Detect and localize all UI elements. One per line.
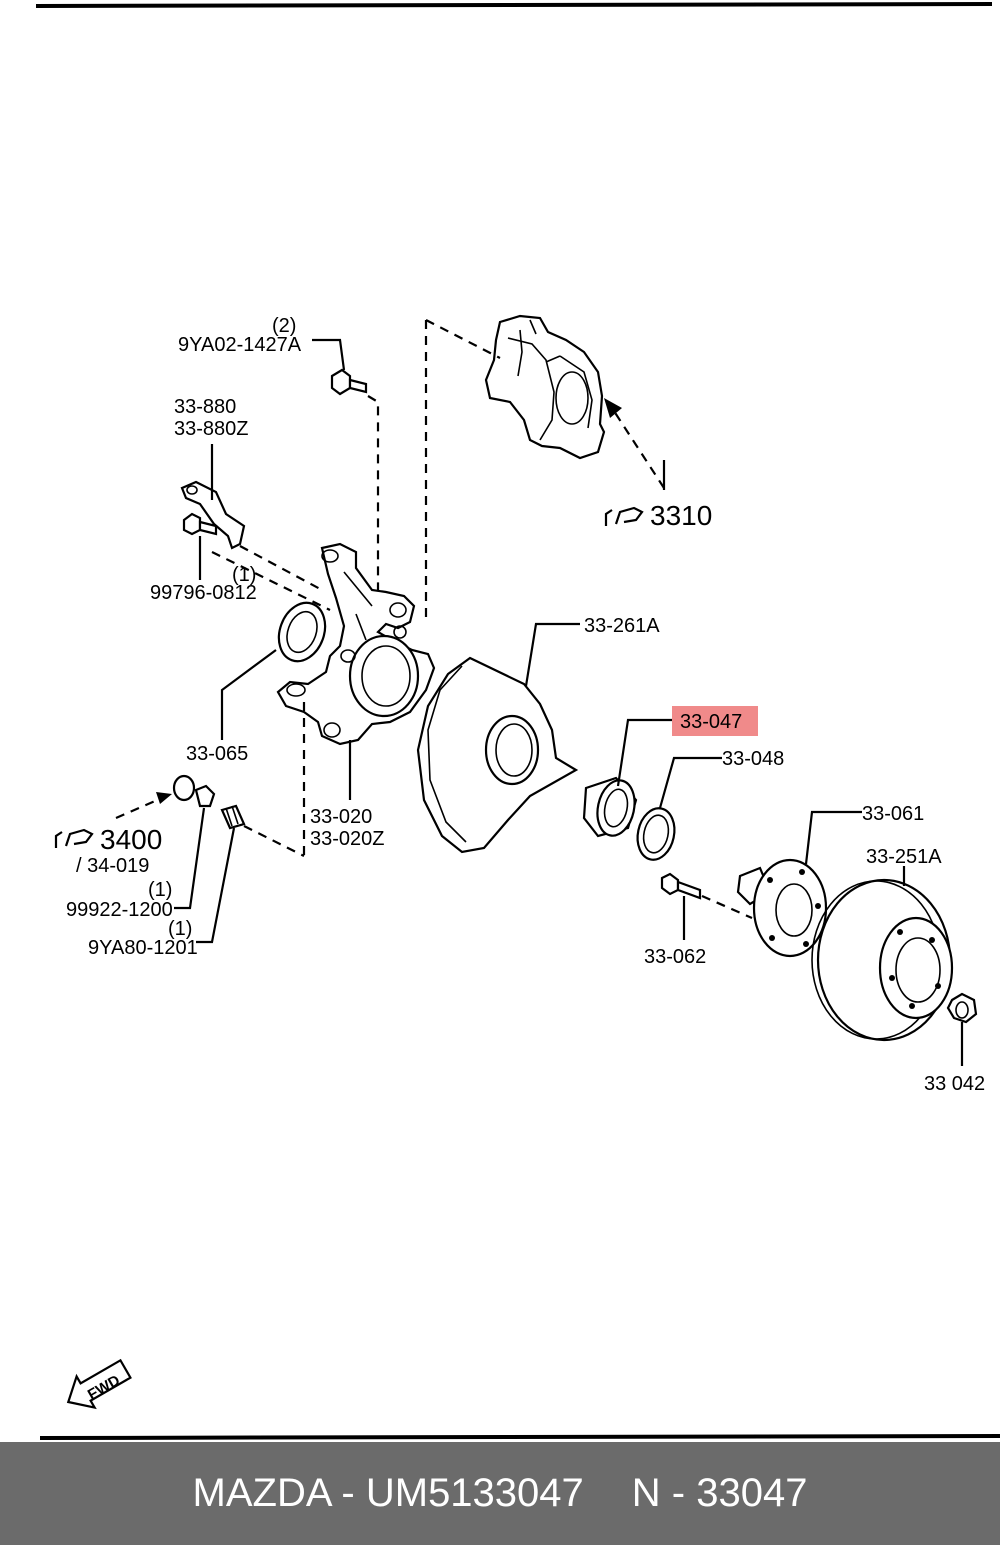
hub-bolt-drawing	[660, 872, 702, 900]
wheel-nut-drawing	[946, 992, 978, 1024]
ref-icon-3310	[604, 506, 644, 526]
label-nut: 99922-1200	[66, 899, 173, 921]
hub-drawing	[736, 858, 828, 958]
footer-part-number: MAZDA - UM5133047	[192, 1471, 584, 1515]
seal-065-drawing	[277, 601, 327, 663]
highlight-box	[672, 706, 758, 736]
label-disc: 33-251A	[866, 846, 942, 868]
parts-diagram: (2) 9YA02-1427A 33-880 33-880Z (1) 99796…	[35, 2, 1000, 1440]
label-pin-qty: (1)	[168, 918, 192, 940]
top-border	[35, 2, 993, 8]
label-knuckle-a: 33-020	[310, 806, 372, 828]
label-dust-shield: 33-261A	[584, 615, 660, 637]
label-bolt: 9YA02-1427A	[178, 334, 302, 356]
label-knuckle-b: 33-020Z	[310, 828, 385, 850]
footer-catalog-number: N - 33047	[631, 1471, 808, 1515]
label-hub-bolt: 33-062	[644, 946, 706, 968]
label-hub: 33-061	[862, 803, 924, 825]
label-ball-joint-ref: 3400	[100, 824, 162, 855]
fwd-arrow-icon	[66, 1358, 132, 1410]
label-pin: 9YA80-1201	[88, 937, 198, 959]
label-bearing: 33-047	[680, 711, 742, 733]
disc-drawing	[811, 878, 954, 1042]
bolt2-drawing	[182, 512, 218, 536]
ref-icon-3400	[54, 828, 94, 848]
bottom-border	[39, 1434, 1000, 1440]
label-bolt2: 99796-0812	[150, 582, 257, 604]
label-bracket-b: 33-880Z	[174, 418, 249, 440]
seal-048-drawing	[636, 807, 676, 861]
part-number-footer: MAZDA - UM5133047 N - 33047	[0, 1442, 1000, 1545]
label-ball-joint-sub: / 34-019	[76, 855, 149, 877]
label-nut-qty: (1)	[148, 879, 172, 901]
label-bolt2-qty: (1)	[232, 564, 256, 586]
ball-joint-drawing	[172, 774, 246, 830]
label-seal-048: 33-048	[722, 748, 784, 770]
caliper-drawing	[484, 314, 606, 460]
label-bracket-a: 33-880	[174, 396, 236, 418]
knuckle-drawing	[276, 542, 436, 746]
dust-shield-drawing	[416, 656, 579, 854]
label-bolt-qty: (2)	[272, 315, 296, 337]
bolt-drawing	[330, 368, 368, 396]
label-wheel-nut: 33 042	[924, 1073, 985, 1095]
label-seal-065: 33-065	[186, 743, 248, 765]
label-caliper-ref: 3310	[650, 500, 712, 531]
bearing-drawing	[582, 776, 638, 838]
